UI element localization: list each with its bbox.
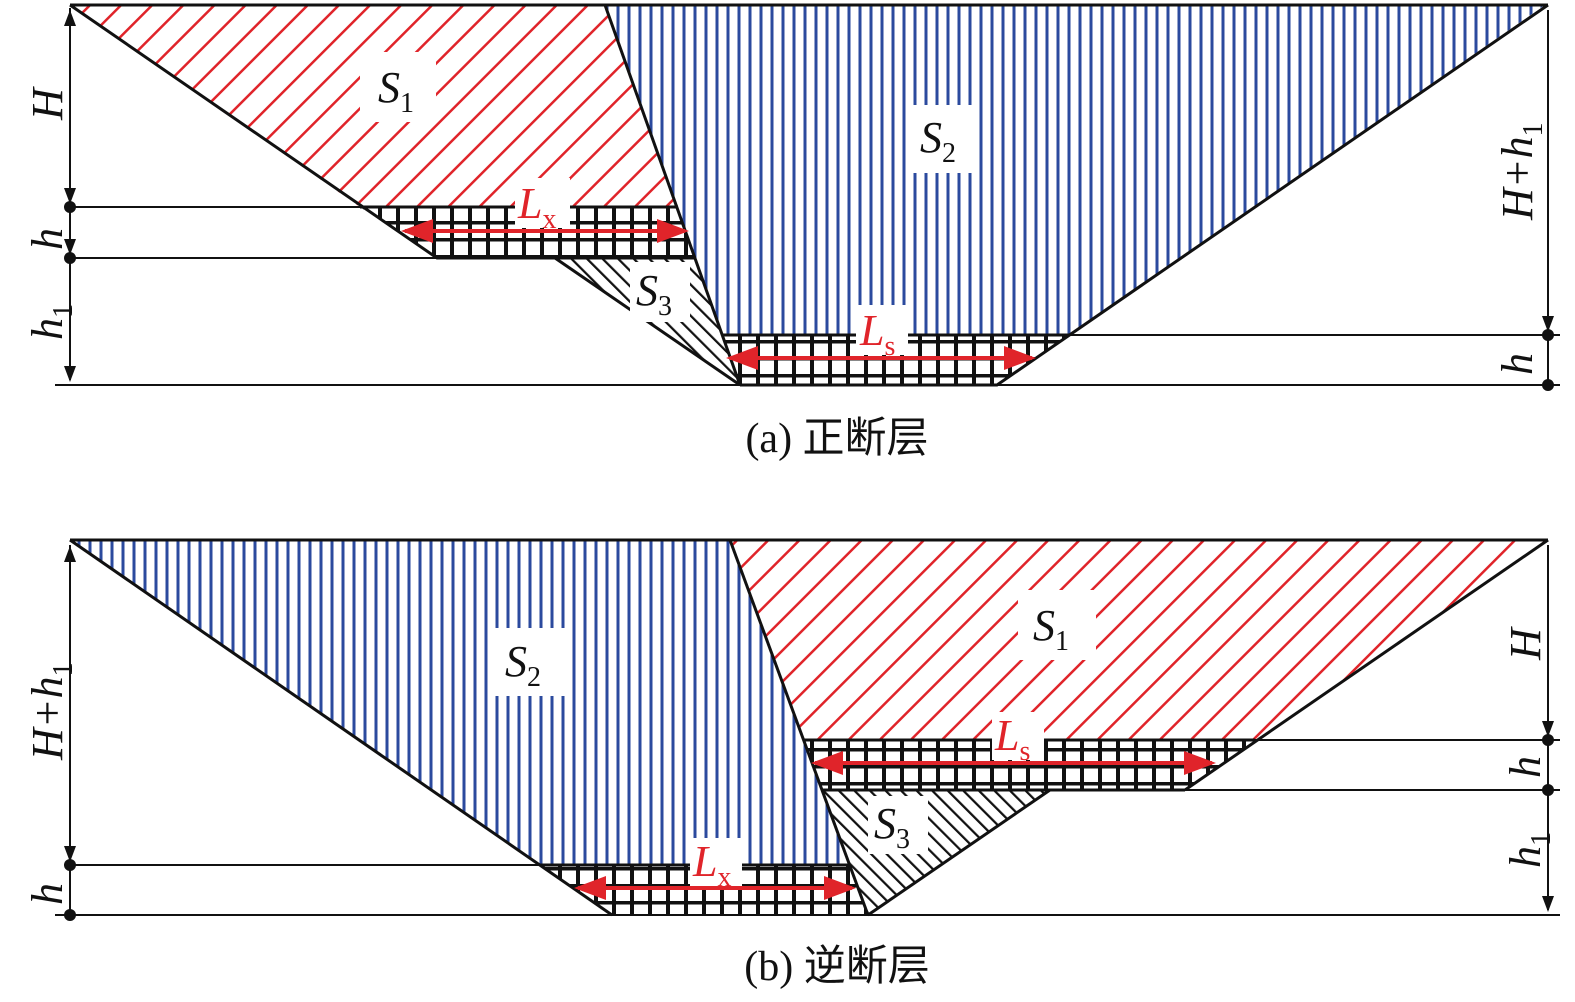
dimension-arrows [64,545,1554,921]
dim-H-plus-h1: H+h1 [23,663,79,761]
dim-h1: h1 [1501,832,1557,868]
label-lx: Lx [517,179,556,235]
region-s2-hatch [605,5,1545,335]
panel-b-reverse-fault: S1 S2 S3 Ls Lx H+h1 h H h h1 (b) 逆断层 [23,538,1560,990]
dim-h: h [23,228,72,250]
label-lx: Lx [692,837,731,893]
region-s2-hatch [70,540,850,865]
caption-b: (b) 逆断层 [744,943,929,990]
label-ls: Ls [994,711,1030,767]
label-ls: Ls [859,306,895,362]
dim-h: h [23,883,72,905]
label-s2: S2 [505,637,541,693]
label-s2: S2 [920,113,956,169]
outlines [55,538,1560,917]
dim-H-plus-h1: H+h1 [1493,123,1549,221]
region-s1-hatch [730,540,1548,740]
dim-h-right: h [1493,353,1542,375]
dim-H: H [23,86,72,121]
label-s3: S3 [636,266,672,322]
dim-H: H [1501,626,1550,661]
panel-a-normal-fault: S1 S2 S3 Lx Ls H h h1 H+h1 h (a) 正断层 [23,3,1560,462]
dim-h1: h1 [23,304,79,340]
label-s1: S1 [378,63,414,119]
caption-a: (a) 正断层 [745,416,928,462]
label-s3: S3 [874,799,910,855]
dimension-arrows [64,8,1554,391]
label-s1: S1 [1033,601,1069,657]
dim-h-right: h [1501,756,1550,778]
